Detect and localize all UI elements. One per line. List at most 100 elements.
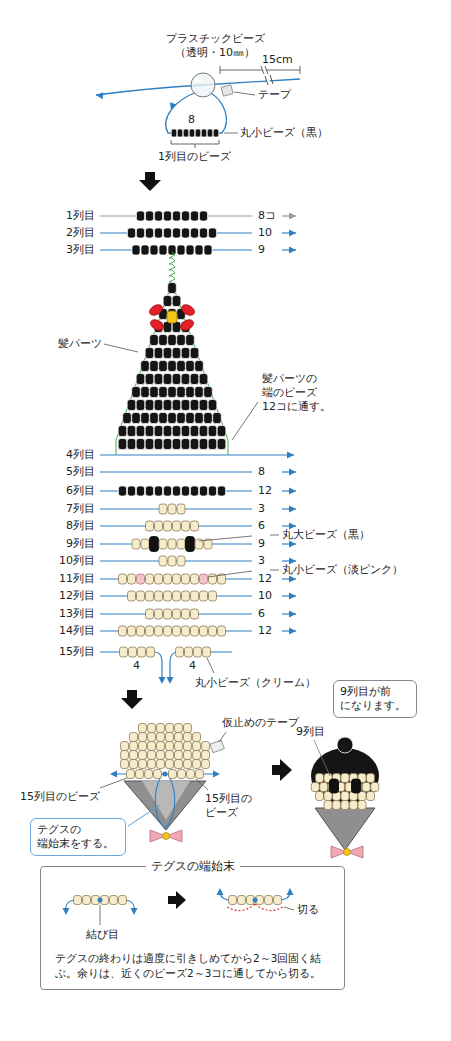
bead — [209, 486, 217, 496]
bead — [137, 626, 145, 636]
arrow-head — [289, 506, 296, 513]
bead — [193, 742, 201, 751]
bead — [155, 228, 163, 238]
bead — [146, 521, 154, 531]
arrow-head — [159, 677, 166, 684]
thread — [169, 252, 175, 282]
bead — [139, 742, 147, 751]
bead — [324, 801, 332, 810]
bead — [121, 742, 129, 751]
bead — [186, 335, 195, 346]
bead — [129, 647, 137, 657]
leader-line — [314, 740, 330, 776]
callout-box: 9列目が前 になります。 — [333, 680, 417, 718]
leader-line — [270, 570, 279, 571]
arrow-head — [289, 628, 296, 635]
bead — [200, 486, 208, 496]
bead — [138, 647, 146, 657]
bead — [141, 387, 150, 398]
note-box: テグスの端始末テグスの終わりは適度に引きしめてから2～3回固く結ぶ。余りは、近く… — [40, 866, 345, 990]
break-mark — [265, 76, 268, 85]
bead — [155, 211, 163, 221]
bracket — [171, 140, 219, 148]
bead — [136, 770, 144, 779]
bead — [175, 751, 183, 760]
row-label: 1列目 — [40, 209, 95, 223]
bead — [169, 770, 177, 779]
bead — [147, 647, 155, 657]
bead — [200, 626, 208, 636]
bead — [128, 574, 136, 584]
note: 髪パーツの 端のビーズ 12コに通す。 — [262, 372, 334, 414]
bead — [136, 439, 145, 450]
bead — [146, 591, 154, 601]
part-name: 結び目 — [86, 928, 119, 942]
note: 切る — [297, 903, 319, 917]
bead — [229, 896, 237, 905]
bead — [194, 647, 202, 657]
bead — [157, 760, 165, 769]
bead — [132, 413, 141, 424]
bead — [191, 228, 199, 238]
callout-box: テグスの 端始末をする。 — [30, 818, 126, 856]
bead — [163, 426, 172, 437]
bead — [164, 626, 172, 636]
bead — [204, 387, 213, 398]
knot — [98, 898, 103, 903]
cone-body — [142, 781, 190, 820]
bead — [208, 439, 217, 450]
bead — [172, 426, 181, 437]
count-number: 3 — [258, 554, 265, 568]
bead — [145, 770, 153, 779]
bead — [168, 387, 177, 398]
leader-line — [234, 92, 255, 95]
bead — [139, 724, 147, 733]
bead — [128, 626, 136, 636]
row-label: 15列目 — [40, 645, 95, 659]
bead — [145, 426, 154, 437]
bead — [167, 311, 177, 323]
bead — [121, 751, 129, 760]
bead — [181, 400, 190, 411]
bead — [172, 439, 181, 450]
row-label: 13列目 — [40, 607, 95, 621]
bead — [150, 245, 158, 255]
bead — [200, 574, 208, 584]
bead — [172, 296, 181, 307]
bead — [196, 770, 204, 779]
count-number: 12 — [258, 572, 272, 586]
arrow-head — [287, 888, 294, 895]
bead — [132, 539, 140, 549]
bead — [186, 537, 195, 552]
bead — [176, 647, 184, 657]
bead — [202, 742, 210, 751]
leader-line — [208, 571, 252, 577]
bow — [344, 849, 351, 856]
arrow-head — [289, 541, 296, 548]
bead — [118, 439, 127, 450]
bead — [121, 760, 129, 769]
part-name: 丸小ビーズ（クリーム） — [195, 676, 316, 690]
bead — [164, 609, 172, 619]
bead — [148, 760, 156, 769]
bead — [154, 426, 163, 437]
bead — [184, 724, 192, 733]
bead — [184, 733, 192, 742]
bead — [191, 211, 199, 221]
bead — [150, 413, 159, 424]
bead — [164, 574, 172, 584]
wire-loop — [166, 92, 227, 133]
arrow-head — [287, 452, 294, 459]
bead — [177, 245, 185, 255]
bead — [141, 245, 149, 255]
bead — [199, 439, 208, 450]
bead — [200, 211, 208, 221]
dimension-line — [220, 66, 300, 74]
flower-petal — [179, 318, 196, 333]
count-number: 8 — [258, 465, 265, 479]
bead — [182, 591, 190, 601]
count-number: 3 — [258, 502, 265, 516]
bead — [181, 348, 190, 359]
bead — [148, 724, 156, 733]
